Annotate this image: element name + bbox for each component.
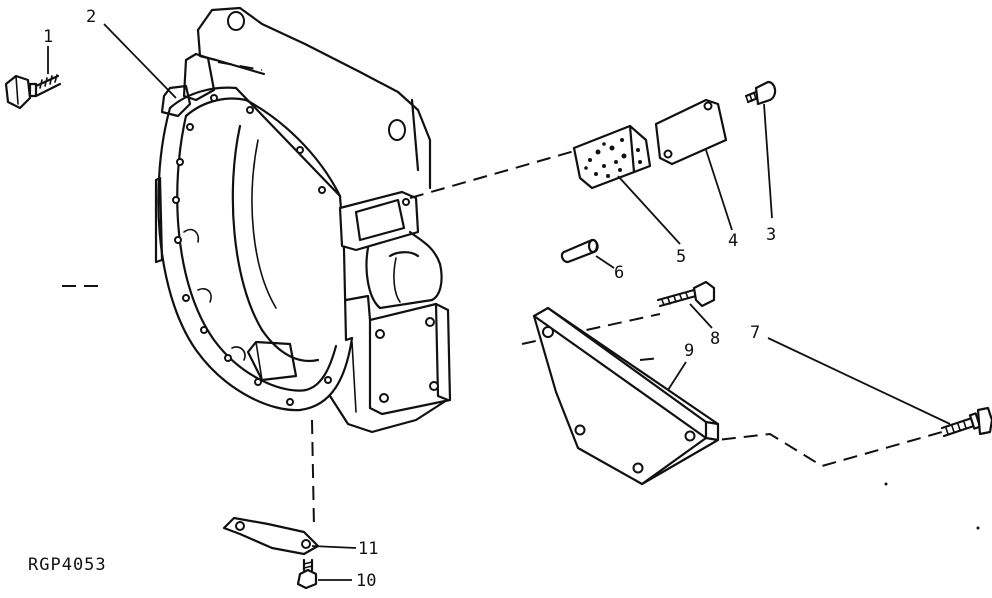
cap-screw-part-8 bbox=[656, 280, 716, 308]
callout-3: 3 bbox=[766, 225, 776, 245]
figure-reference-code: RGP4053 bbox=[28, 555, 107, 575]
alignment-line-bottom bbox=[311, 419, 315, 529]
callout-2: 2 bbox=[86, 7, 96, 27]
leader-4 bbox=[705, 149, 733, 231]
stray-mark bbox=[976, 526, 980, 530]
leader-2 bbox=[103, 23, 177, 99]
leader-9 bbox=[667, 361, 687, 391]
cover-plate-part-11 bbox=[222, 516, 320, 556]
gasket-part-5 bbox=[572, 124, 652, 190]
cap-screw-part-7 bbox=[940, 406, 992, 438]
stray-mark bbox=[884, 482, 888, 486]
callout-9: 9 bbox=[684, 341, 694, 361]
leader-6 bbox=[595, 255, 615, 269]
alignment-line-mid bbox=[639, 357, 661, 361]
cap-screw-part-1 bbox=[4, 74, 62, 110]
alignment-line-bracket-screw bbox=[699, 431, 943, 468]
callout-5: 5 bbox=[676, 247, 686, 267]
alignment-line-gasket bbox=[409, 149, 579, 199]
flywheel-housing-part-2 bbox=[154, 6, 452, 434]
callout-1: 1 bbox=[43, 27, 53, 47]
leader-11 bbox=[311, 545, 357, 549]
callout-11: 11 bbox=[358, 539, 378, 559]
dowel-pin-part-6 bbox=[560, 238, 599, 264]
callout-6: 6 bbox=[614, 263, 624, 283]
screw-part-3 bbox=[744, 80, 777, 106]
cap-screw-part-10 bbox=[296, 558, 318, 590]
callout-7: 7 bbox=[750, 323, 760, 343]
leader-5 bbox=[617, 175, 681, 245]
leader-7 bbox=[767, 337, 951, 425]
bracket-part-9 bbox=[532, 306, 720, 486]
leader-8 bbox=[689, 303, 713, 329]
leader-3 bbox=[763, 103, 773, 219]
callout-8: 8 bbox=[710, 329, 720, 349]
cover-plate-part-4 bbox=[654, 98, 728, 166]
callout-10: 10 bbox=[356, 571, 376, 591]
callout-4: 4 bbox=[728, 231, 738, 251]
